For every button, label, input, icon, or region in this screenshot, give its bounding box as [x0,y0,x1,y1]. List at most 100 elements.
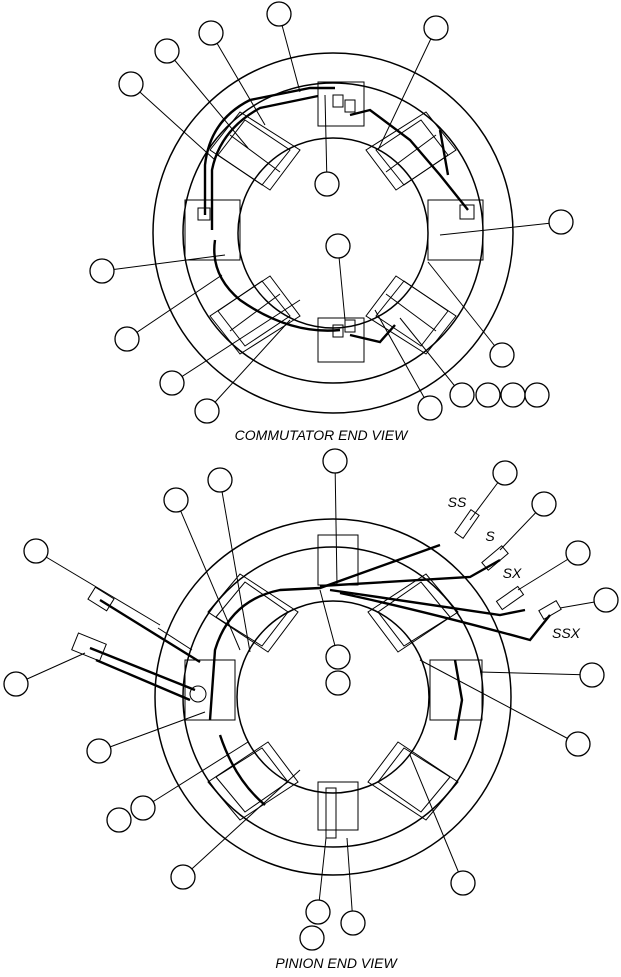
leader-line [334,460,338,586]
callout-bubble [492,460,518,486]
commutator-bottom-block [317,317,365,363]
callout-bubble [154,38,180,64]
callout-bubble [322,448,348,474]
callout-bubble [524,382,550,408]
callout-bubble [3,671,29,697]
leader-line [419,659,579,745]
leader-line [126,274,223,340]
lead-label-s: S [485,528,495,544]
leader-line [182,769,301,878]
leader-line [98,711,206,752]
callout-bubble [325,233,351,259]
pinion-armature-bore [236,600,430,794]
commutator-pole-upper-left [209,111,301,191]
leader-line [130,83,216,161]
lead-tag-ssx [538,599,562,621]
callout-bubble [207,467,233,493]
leader-line [399,317,463,396]
callout-bubble [531,491,557,517]
field-lead-wire [438,129,450,176]
callout-bubble [114,326,140,352]
lead-lug-lower-left [71,632,207,703]
lead-s-wire [319,558,501,588]
leader-line [219,479,251,653]
pinion-view-caption: PINION END VIEW [275,955,398,971]
callout-bubble [170,864,196,890]
callout-bubble [86,738,112,764]
pinion-end-view: SS S SX SSX [3,448,619,971]
commutator-frame-outer [152,52,514,414]
callout-bubble [489,342,515,368]
callout-bubble [423,15,449,41]
pinion-pole-lower-left [207,741,299,821]
callout-bubble [163,487,189,513]
leader-line [35,550,161,626]
field-lead-wire [218,734,266,806]
callout-bubble [325,670,351,696]
commutator-view-caption: COMMUTATOR END VIEW [235,427,409,443]
leader-line [479,671,593,676]
callout-bubble [305,899,331,925]
leader-line [206,319,291,412]
callout-bubble [593,587,619,613]
leader-line [374,309,431,409]
field-lead-wire [349,108,469,211]
field-lead-wire [213,239,341,332]
lead-sx-wire [329,588,526,617]
commutator-pole-lower-left [209,275,301,355]
callout-bubble [340,910,366,936]
pinion-terminal [325,787,337,839]
leader-line [101,254,226,272]
terminal-clip [459,204,475,220]
commutator-callouts [89,1,574,424]
leader-line [210,32,266,126]
commutator-top-block [317,81,365,127]
pinion-frame-inner [182,546,484,848]
pinion-pole-upper-right [367,573,459,653]
callout-bubble [565,540,591,566]
leader-line [377,27,437,151]
lead-tag-s [481,545,509,571]
pinion-bottom-block [317,781,359,831]
lead-lug-upper-left [87,586,201,664]
lead-tag-ss [454,508,480,540]
field-lead-wire [210,94,319,230]
lead-label-ssx: SSX [552,625,581,641]
callout-bubble [314,171,340,197]
lead-tag-sx [495,585,525,611]
commutator-pole-lower-right [365,275,457,355]
terminal-clip [332,94,344,108]
terminal-clip [344,319,356,333]
lead-label-sx: SX [503,565,522,581]
callout-bubble [198,20,224,46]
leader-line [409,754,464,884]
callout-bubble [106,807,132,833]
callout-bubble [548,209,574,235]
leader-line [439,221,562,236]
callout-bubble [417,395,443,421]
leader-line [142,741,249,809]
field-lead-wire [453,659,464,741]
callout-bubble [450,870,476,896]
commutator-pole-upper-right [365,111,457,191]
lead-ss-wire [208,543,441,721]
callout-bubble [579,662,605,688]
pinion-callouts [3,448,619,951]
callout-bubble [89,258,115,284]
callout-bubble [500,382,526,408]
leader-line [166,50,249,149]
callout-bubble [475,382,501,408]
callout-bubble [565,731,591,757]
leader-line [171,299,301,384]
lead-ssx-wire [339,591,551,642]
commutator-end-view: COMMUTATOR END VIEW [89,1,574,443]
commutator-side-block-right [427,199,484,261]
leader-line [346,837,354,924]
pinion-frame-outer [154,518,512,876]
callout-bubble [159,370,185,396]
field-lead-wire [349,324,396,344]
callout-bubble [449,382,475,408]
callout-bubble [118,71,144,97]
